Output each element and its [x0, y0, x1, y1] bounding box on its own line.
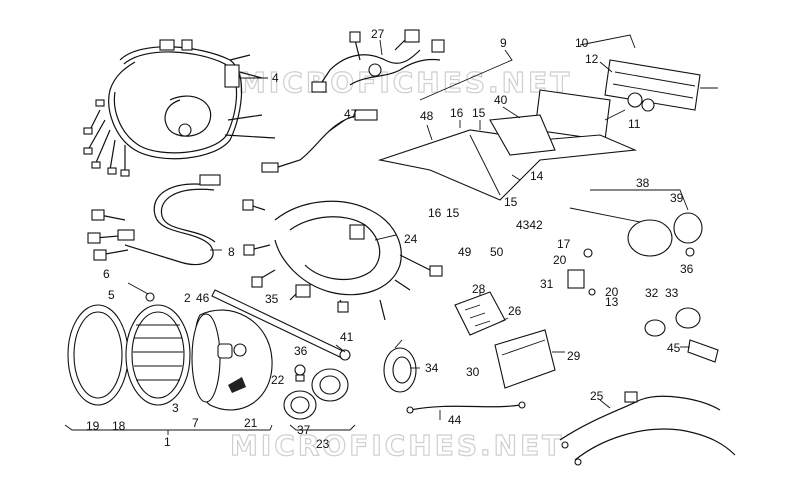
- callout-24: 24: [404, 232, 418, 246]
- callout-17: 17: [557, 237, 571, 251]
- wiring-harness-8: [87, 174, 221, 266]
- callout-20b: 20: [605, 285, 619, 299]
- horn-34: [383, 339, 417, 393]
- callout-50: 50: [490, 245, 504, 259]
- headlight-assembly: [67, 304, 273, 411]
- callout-38: 38: [636, 176, 650, 190]
- relay-31: [567, 248, 596, 296]
- rear-indicator-38-39: [569, 207, 703, 257]
- callout-35: 35: [265, 292, 279, 306]
- bolt-5-6: [127, 282, 155, 302]
- watermark-bottom: MICROFICHES.NET: [230, 429, 564, 462]
- callout-23: 23: [316, 437, 330, 451]
- callout-1: 1: [164, 435, 171, 449]
- callout-16b: 16: [428, 206, 442, 220]
- callout-33: 33: [665, 286, 679, 300]
- callout-47: 47: [344, 107, 358, 121]
- rear-mudguard-48: [377, 129, 638, 201]
- connector-block: [224, 64, 240, 88]
- callout-14: 14: [530, 169, 544, 183]
- callout-18: 18: [112, 419, 126, 433]
- fuse-box-cover-29: [494, 329, 556, 389]
- callout-46: 46: [196, 291, 210, 305]
- callout-9: 9: [500, 36, 507, 50]
- callout-10: 10: [575, 36, 589, 50]
- callout-5: 5: [108, 288, 115, 302]
- callout-34: 34: [425, 361, 439, 375]
- callout-39: 39: [670, 191, 684, 205]
- callout-12: 12: [585, 52, 599, 66]
- callout-26: 26: [508, 304, 522, 318]
- callout-29: 29: [567, 349, 581, 363]
- callout-45: 45: [667, 341, 681, 355]
- callout-44: 44: [448, 413, 462, 427]
- headlight-bracket-35: [211, 289, 351, 361]
- callout-36b: 36: [680, 262, 694, 276]
- callout-13: 13: [605, 295, 619, 309]
- tail-light-assembly: [534, 59, 718, 141]
- cable-25: [559, 391, 736, 466]
- switch-32-33: [644, 307, 719, 363]
- wiring-harness-27: [311, 29, 445, 93]
- callout-32: 32: [645, 286, 659, 300]
- bulb-36-left: [294, 364, 306, 382]
- callout-20a: 20: [553, 253, 567, 267]
- indicator-lights-37: [283, 368, 349, 420]
- callout-7: 7: [192, 416, 199, 430]
- callout-41: 41: [340, 330, 354, 344]
- callout-16a: 16: [450, 106, 464, 120]
- callout-40: 40: [494, 93, 508, 107]
- callout-15a: 15: [472, 106, 486, 120]
- callout-labels: 1 2 3 4 5 6 7 8 9 10 11 12 13 14 15 15 1…: [86, 27, 694, 451]
- callout-8: 8: [228, 245, 235, 259]
- leader-lines: [64, 34, 690, 435]
- callout-21: 21: [244, 416, 258, 430]
- wiring-harness-47: [261, 109, 378, 173]
- bracket-40: [489, 114, 556, 156]
- callout-30: 30: [466, 365, 480, 379]
- watermark-top: MICROFICHES.NET: [238, 66, 572, 99]
- callout-37: 37: [297, 423, 311, 437]
- callout-4: 4: [272, 71, 279, 85]
- callout-27: 27: [371, 27, 385, 41]
- callout-19: 19: [86, 419, 100, 433]
- callout-31: 31: [540, 277, 554, 291]
- callout-2: 2: [184, 291, 191, 305]
- callout-15c: 15: [504, 195, 518, 209]
- callout-48: 48: [420, 109, 434, 123]
- callout-3: 3: [172, 401, 179, 415]
- callout-43-42: 4342: [516, 218, 543, 232]
- callout-15b: 15: [446, 206, 460, 220]
- callout-36a: 36: [294, 344, 308, 358]
- callout-28: 28: [472, 282, 486, 296]
- ground-cable-44: [406, 401, 526, 414]
- callout-22: 22: [271, 373, 285, 387]
- callout-49: 49: [458, 245, 472, 259]
- wiring-harness-24: [242, 199, 443, 321]
- callout-25: 25: [590, 389, 604, 403]
- callout-6: 6: [103, 267, 110, 281]
- fuse-box-28: [454, 291, 506, 336]
- callout-11: 11: [628, 117, 641, 131]
- wiring-harness-main: [83, 39, 276, 177]
